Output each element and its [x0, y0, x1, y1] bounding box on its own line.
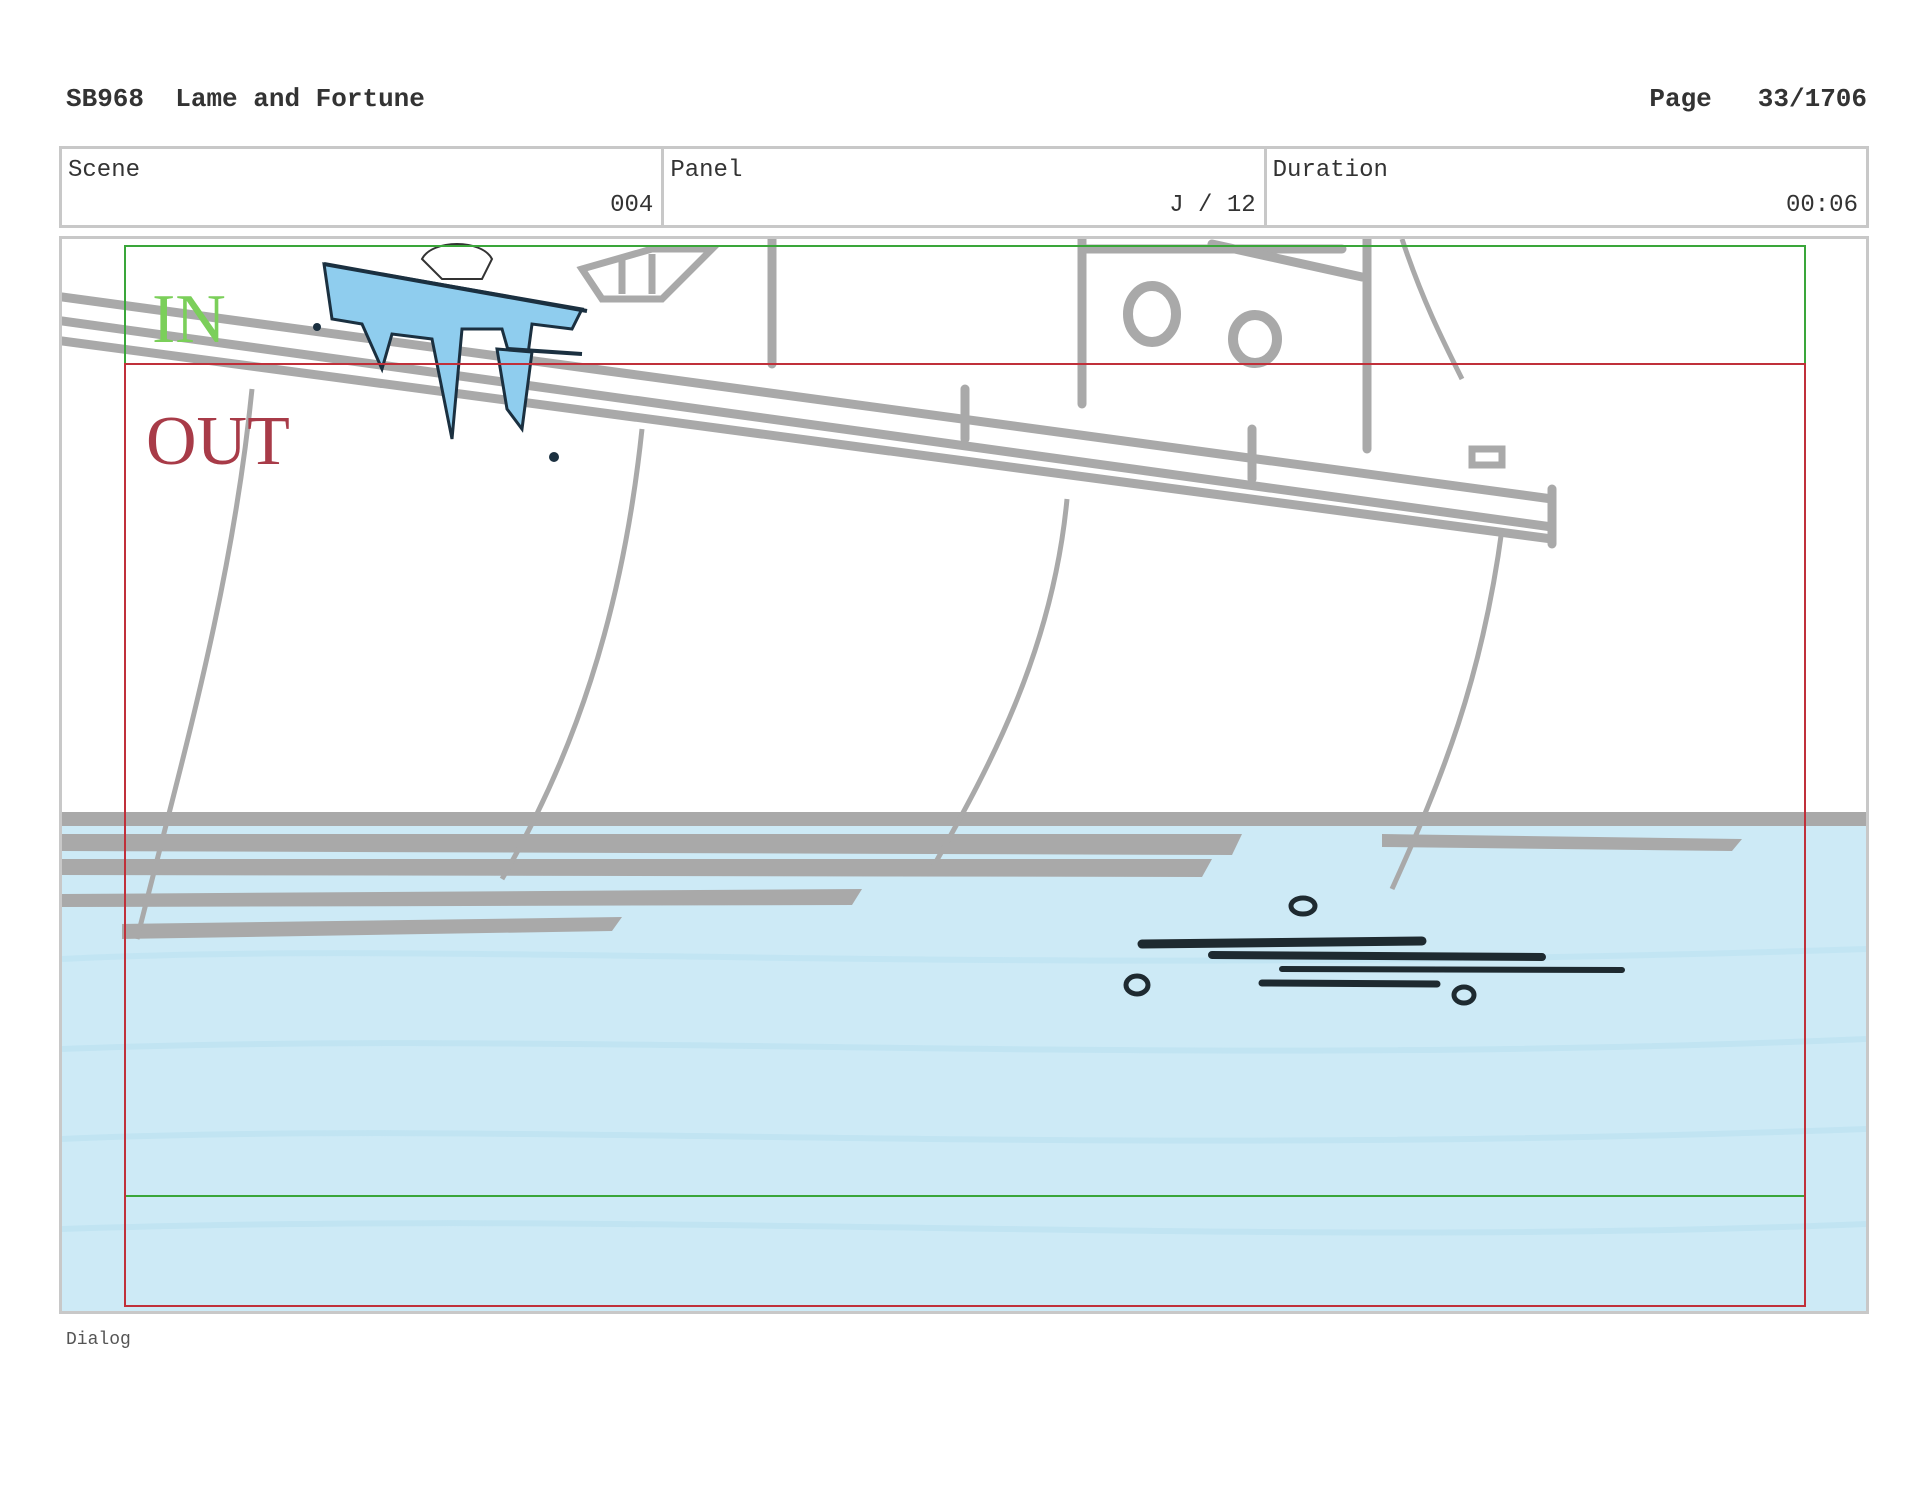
board-id: SB968: [66, 84, 145, 114]
episode-title: Lame and Fortune: [175, 84, 425, 114]
hanging-lines: [134, 239, 1505, 940]
page-label: Page: [1649, 84, 1712, 114]
ship-railing: [576, 245, 1506, 469]
panel-drawing: [62, 239, 1866, 1311]
panel-value: J / 12: [1169, 192, 1256, 219]
storyboard-panel: IN OUT: [59, 236, 1869, 1314]
board-header-title: SB968 Lame and Fortune: [66, 84, 425, 114]
page-counter: Page 33/1706: [1649, 84, 1867, 114]
duration-value: 00:06: [1785, 192, 1858, 219]
scene-label: Scene: [68, 157, 141, 184]
panel-label: Panel: [670, 157, 743, 184]
scene-cell: Scene 004: [62, 149, 665, 225]
page-value: 33/1706: [1757, 84, 1867, 114]
panel-info-table: Scene 004 Panel J / 12 Duration 00:06: [59, 146, 1869, 228]
horizon-strokes: [62, 812, 1866, 939]
out-frame-label: OUT: [146, 403, 290, 480]
duration-cell: Duration 00:06: [1267, 149, 1866, 225]
duration-label: Duration: [1272, 157, 1388, 184]
ship-portholes: [1123, 281, 1282, 368]
dialog-label: Dialog: [66, 1330, 131, 1350]
panel-cell: Panel J / 12: [664, 149, 1267, 225]
splash-drawing: [313, 243, 588, 462]
bubbles-mark: [1123, 895, 1625, 1006]
ship-hull: [62, 239, 1557, 549]
scene-value: 004: [610, 192, 654, 219]
in-frame-label: IN: [152, 281, 226, 358]
out-frame-box: [124, 363, 1806, 1307]
